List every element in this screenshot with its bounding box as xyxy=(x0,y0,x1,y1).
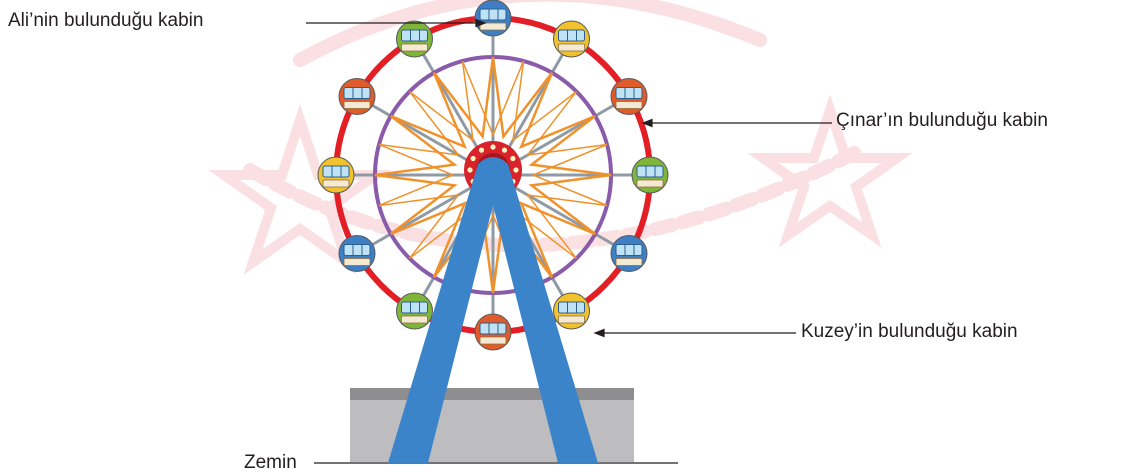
cabin-door-panel xyxy=(480,337,506,344)
cabin-window xyxy=(637,166,663,177)
cabin-door-panel xyxy=(616,259,642,266)
cabin xyxy=(475,314,511,350)
cabin xyxy=(554,293,590,329)
cabin-window xyxy=(323,166,349,177)
hub-light xyxy=(513,167,518,172)
cabin-window xyxy=(344,245,370,256)
cabin xyxy=(475,0,511,36)
hub-light xyxy=(471,156,476,161)
watermark-arc xyxy=(300,0,760,60)
hub-light xyxy=(502,148,507,153)
cabin-door-panel xyxy=(323,180,349,187)
cabin-window xyxy=(402,302,428,313)
label-ground: Zemin xyxy=(244,453,297,472)
base-top-band xyxy=(350,388,634,400)
cabin-window xyxy=(559,302,585,313)
cabin-door-panel xyxy=(559,44,585,51)
cabin-door-panel xyxy=(616,102,642,109)
pointer-arrow-kuzey xyxy=(595,330,604,337)
hub-light xyxy=(467,167,472,172)
cabin xyxy=(339,79,375,115)
cabin xyxy=(397,293,433,329)
cabin-window xyxy=(402,30,428,41)
cabin-window xyxy=(616,245,642,256)
cabin-window xyxy=(559,30,585,41)
cabin-door-panel xyxy=(344,259,370,266)
cabin-door-panel xyxy=(637,180,663,187)
cabin-window xyxy=(480,323,506,334)
cabin-door-panel xyxy=(402,44,428,51)
label-kuzey-cabin: Kuzey’in bulunduğu kabin xyxy=(801,322,1018,341)
cabin-window xyxy=(616,88,642,99)
hub-light xyxy=(510,156,515,161)
cabin-window xyxy=(480,9,506,20)
hub-light xyxy=(479,148,484,153)
cabin xyxy=(554,21,590,57)
label-cinar-cabin: Çınar’ın bulunduğu kabin xyxy=(836,111,1048,130)
cabin xyxy=(397,21,433,57)
cabin xyxy=(611,79,647,115)
hub-light xyxy=(490,144,495,149)
cabin-door-panel xyxy=(559,316,585,323)
label-ali-cabin: Ali’nin bulunduğu kabin xyxy=(8,11,203,30)
cabin xyxy=(318,157,354,193)
cabin-door-panel xyxy=(344,102,370,109)
cabin xyxy=(611,236,647,272)
cabin-door-panel xyxy=(402,316,428,323)
cabin xyxy=(339,236,375,272)
cabin-window xyxy=(344,88,370,99)
cabin xyxy=(632,157,668,193)
